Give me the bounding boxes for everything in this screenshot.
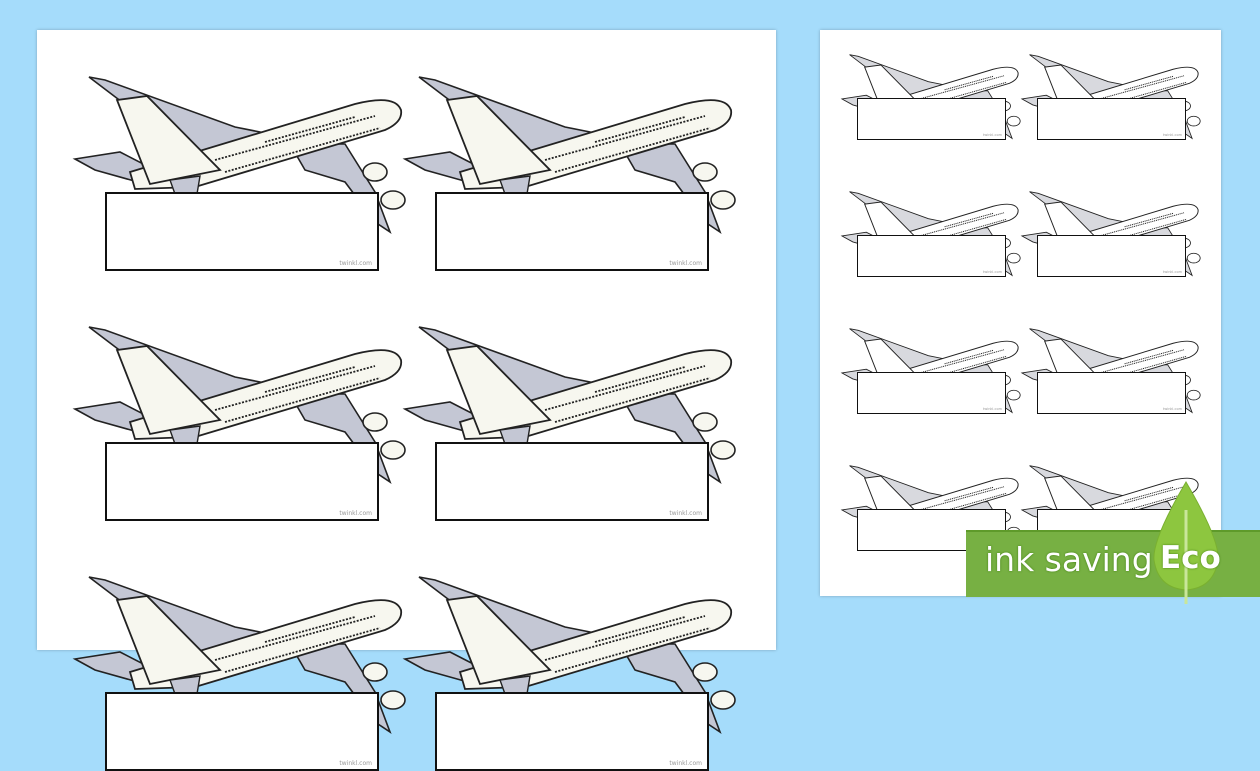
name-box[interactable]: twinkl.com xyxy=(1037,372,1186,414)
name-box[interactable]: twinkl.com xyxy=(435,692,709,771)
watermark: twinkl.com xyxy=(982,133,1002,137)
watermark: twinkl.com xyxy=(339,760,372,767)
name-box[interactable]: twinkl.com xyxy=(1037,235,1186,277)
name-box[interactable]: twinkl.com xyxy=(105,442,379,521)
leaf-icon xyxy=(1153,481,1219,604)
name-box[interactable]: twinkl.com xyxy=(435,442,709,521)
name-box[interactable]: twinkl.com xyxy=(857,372,1006,414)
name-box[interactable]: twinkl.com xyxy=(435,192,709,271)
watermark: twinkl.com xyxy=(339,260,372,267)
eco-badge-label: ink saving xyxy=(985,540,1153,579)
eco-badge-word: Eco xyxy=(1160,540,1221,576)
name-box[interactable]: twinkl.com xyxy=(105,692,379,771)
name-box[interactable]: twinkl.com xyxy=(1037,98,1186,140)
watermark: twinkl.com xyxy=(982,270,1002,274)
watermark: twinkl.com xyxy=(669,760,702,767)
watermark: twinkl.com xyxy=(982,407,1002,411)
watermark: twinkl.com xyxy=(1162,270,1182,274)
watermark: twinkl.com xyxy=(1162,133,1182,137)
watermark: twinkl.com xyxy=(669,260,702,267)
name-box[interactable]: twinkl.com xyxy=(857,235,1006,277)
name-box[interactable]: twinkl.com xyxy=(857,98,1006,140)
name-box[interactable]: twinkl.com xyxy=(105,192,379,271)
watermark: twinkl.com xyxy=(339,510,372,517)
watermark: twinkl.com xyxy=(1162,407,1182,411)
watermark: twinkl.com xyxy=(669,510,702,517)
